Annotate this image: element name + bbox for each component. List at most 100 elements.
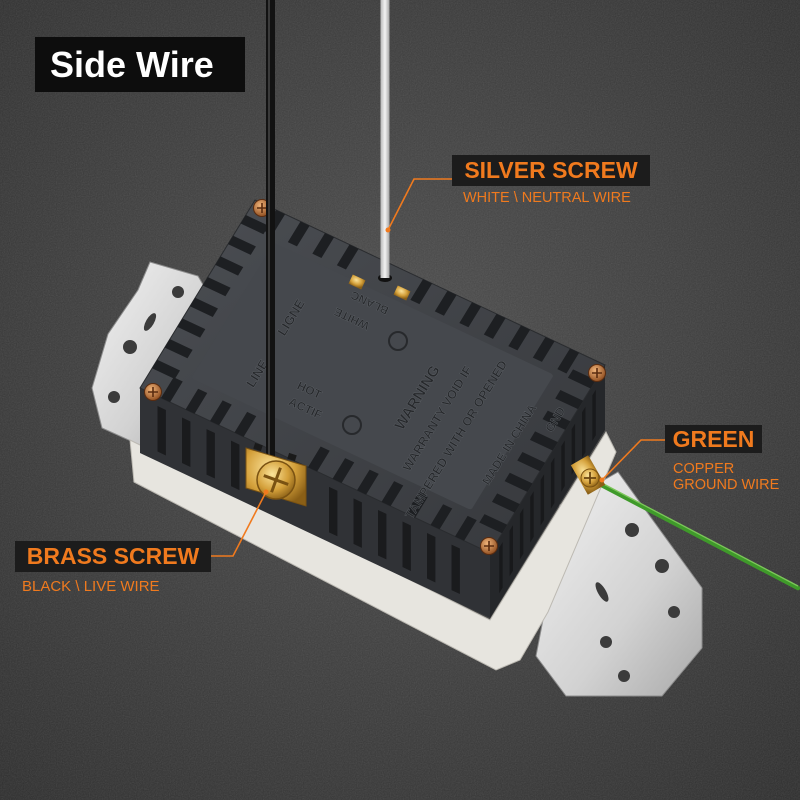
leader-dot: [385, 227, 391, 233]
vent-slot: [499, 542, 503, 594]
outlet-front-face: [129, 430, 617, 671]
strap-hole: [600, 636, 612, 648]
strap-hole: [123, 340, 137, 354]
white-neutral-wire: [380, 0, 390, 278]
vent-slot: [508, 325, 531, 351]
outlet-housing: [139, 199, 606, 618]
vent-slot: [402, 521, 411, 571]
brass-screw-label: BRASS SCREW: [15, 541, 211, 572]
silver-screw-leader: [387, 178, 452, 231]
silver-screw-description: WHITE \ NEUTRAL WIRE: [463, 190, 631, 206]
left-mounting-strap: [91, 261, 213, 447]
vent-slot: [557, 348, 580, 374]
vent-slot: [215, 256, 244, 276]
terminal-opening: [287, 452, 297, 462]
corner-screw: [588, 364, 606, 382]
terminal-tab: [348, 274, 366, 290]
vent-slot: [434, 290, 457, 316]
vent-slot: [491, 493, 520, 513]
wire-highlight: [595, 479, 799, 587]
vent-slot: [540, 474, 545, 526]
vent-slot: [529, 431, 558, 451]
vent-slot: [430, 504, 453, 530]
corner-screw: [480, 537, 498, 555]
strap-hole: [618, 670, 630, 682]
vent-slot: [177, 318, 206, 338]
vent-slot: [287, 221, 310, 247]
vent-slot: [592, 389, 596, 441]
vent-slot: [555, 389, 584, 410]
green-description-line-1: COPPER: [673, 461, 735, 477]
corner-screw: [144, 383, 162, 401]
strap-slot: [143, 313, 157, 331]
leader-dot: [263, 489, 269, 495]
green-description-line-2: GROUND WIRE: [673, 477, 780, 493]
left-side-vents: [157, 406, 460, 595]
vent-slot: [357, 469, 379, 495]
brass-screw-description: BLACK \ LIVE WIRE: [22, 578, 160, 595]
green-leader: [601, 439, 665, 481]
vent-slot: [581, 406, 586, 458]
wire-highlight: [268, 0, 270, 470]
right-side-vents: [499, 389, 596, 594]
vent-slot: [206, 429, 215, 479]
vent-slot: [530, 491, 534, 543]
certification-stamp: [342, 415, 362, 435]
vent-slot: [152, 359, 181, 379]
vent-slot: [210, 400, 232, 426]
vent-slot: [479, 514, 508, 534]
vent-slot: [571, 423, 576, 475]
vent-slot: [504, 472, 533, 492]
wire-insulation: [266, 0, 275, 470]
wire-insulation: [589, 477, 800, 591]
vent-slot: [542, 410, 571, 430]
leader-endpoints: [263, 227, 605, 495]
terminal-tab: [393, 285, 411, 301]
vent-slot: [561, 440, 565, 492]
vent-slot: [509, 525, 513, 577]
housing-right-side: [490, 365, 605, 618]
vent-slot: [381, 481, 404, 507]
vent-slot: [427, 533, 436, 583]
vent-slot: [190, 297, 218, 317]
brass-screw-terminal: [245, 442, 307, 507]
vent-slot: [406, 492, 428, 518]
leader-dot: [599, 477, 605, 483]
raised-center-panel: [192, 243, 553, 510]
vent-slot: [336, 244, 359, 270]
screw-slot: [263, 467, 289, 493]
vent-slot: [483, 313, 506, 339]
back-face-vents: [152, 209, 596, 541]
vent-slot: [161, 377, 183, 403]
vent-slot: [332, 458, 355, 484]
vent-slot: [550, 457, 555, 509]
strap-hole: [668, 606, 680, 618]
vent-slot: [157, 406, 166, 456]
strap-hole: [172, 286, 184, 298]
vent-slot: [312, 233, 335, 258]
black-live-wire: [266, 0, 275, 470]
vent-slot: [329, 486, 338, 537]
strap-hole: [655, 559, 669, 573]
strap-hole: [108, 391, 120, 403]
vent-slot: [519, 508, 524, 560]
vent-slot: [182, 417, 191, 468]
silver-screw-label: SILVER SCREW: [452, 155, 650, 186]
vent-slot: [164, 339, 193, 359]
brass-screw-leader: [211, 491, 267, 557]
green-label: GREEN: [665, 425, 762, 453]
vent-slot: [240, 215, 269, 235]
callout-leaders: [211, 178, 665, 557]
vent-slot: [532, 336, 555, 362]
vent-slot: [459, 302, 482, 328]
vent-slot: [567, 369, 596, 389]
vent-slot: [451, 544, 460, 595]
vent-slot: [353, 498, 362, 548]
ground-screw: [570, 455, 606, 495]
screw-slot: [584, 472, 596, 484]
vent-slot: [455, 515, 477, 541]
vent-slot: [202, 277, 231, 297]
vent-slot: [227, 235, 256, 255]
